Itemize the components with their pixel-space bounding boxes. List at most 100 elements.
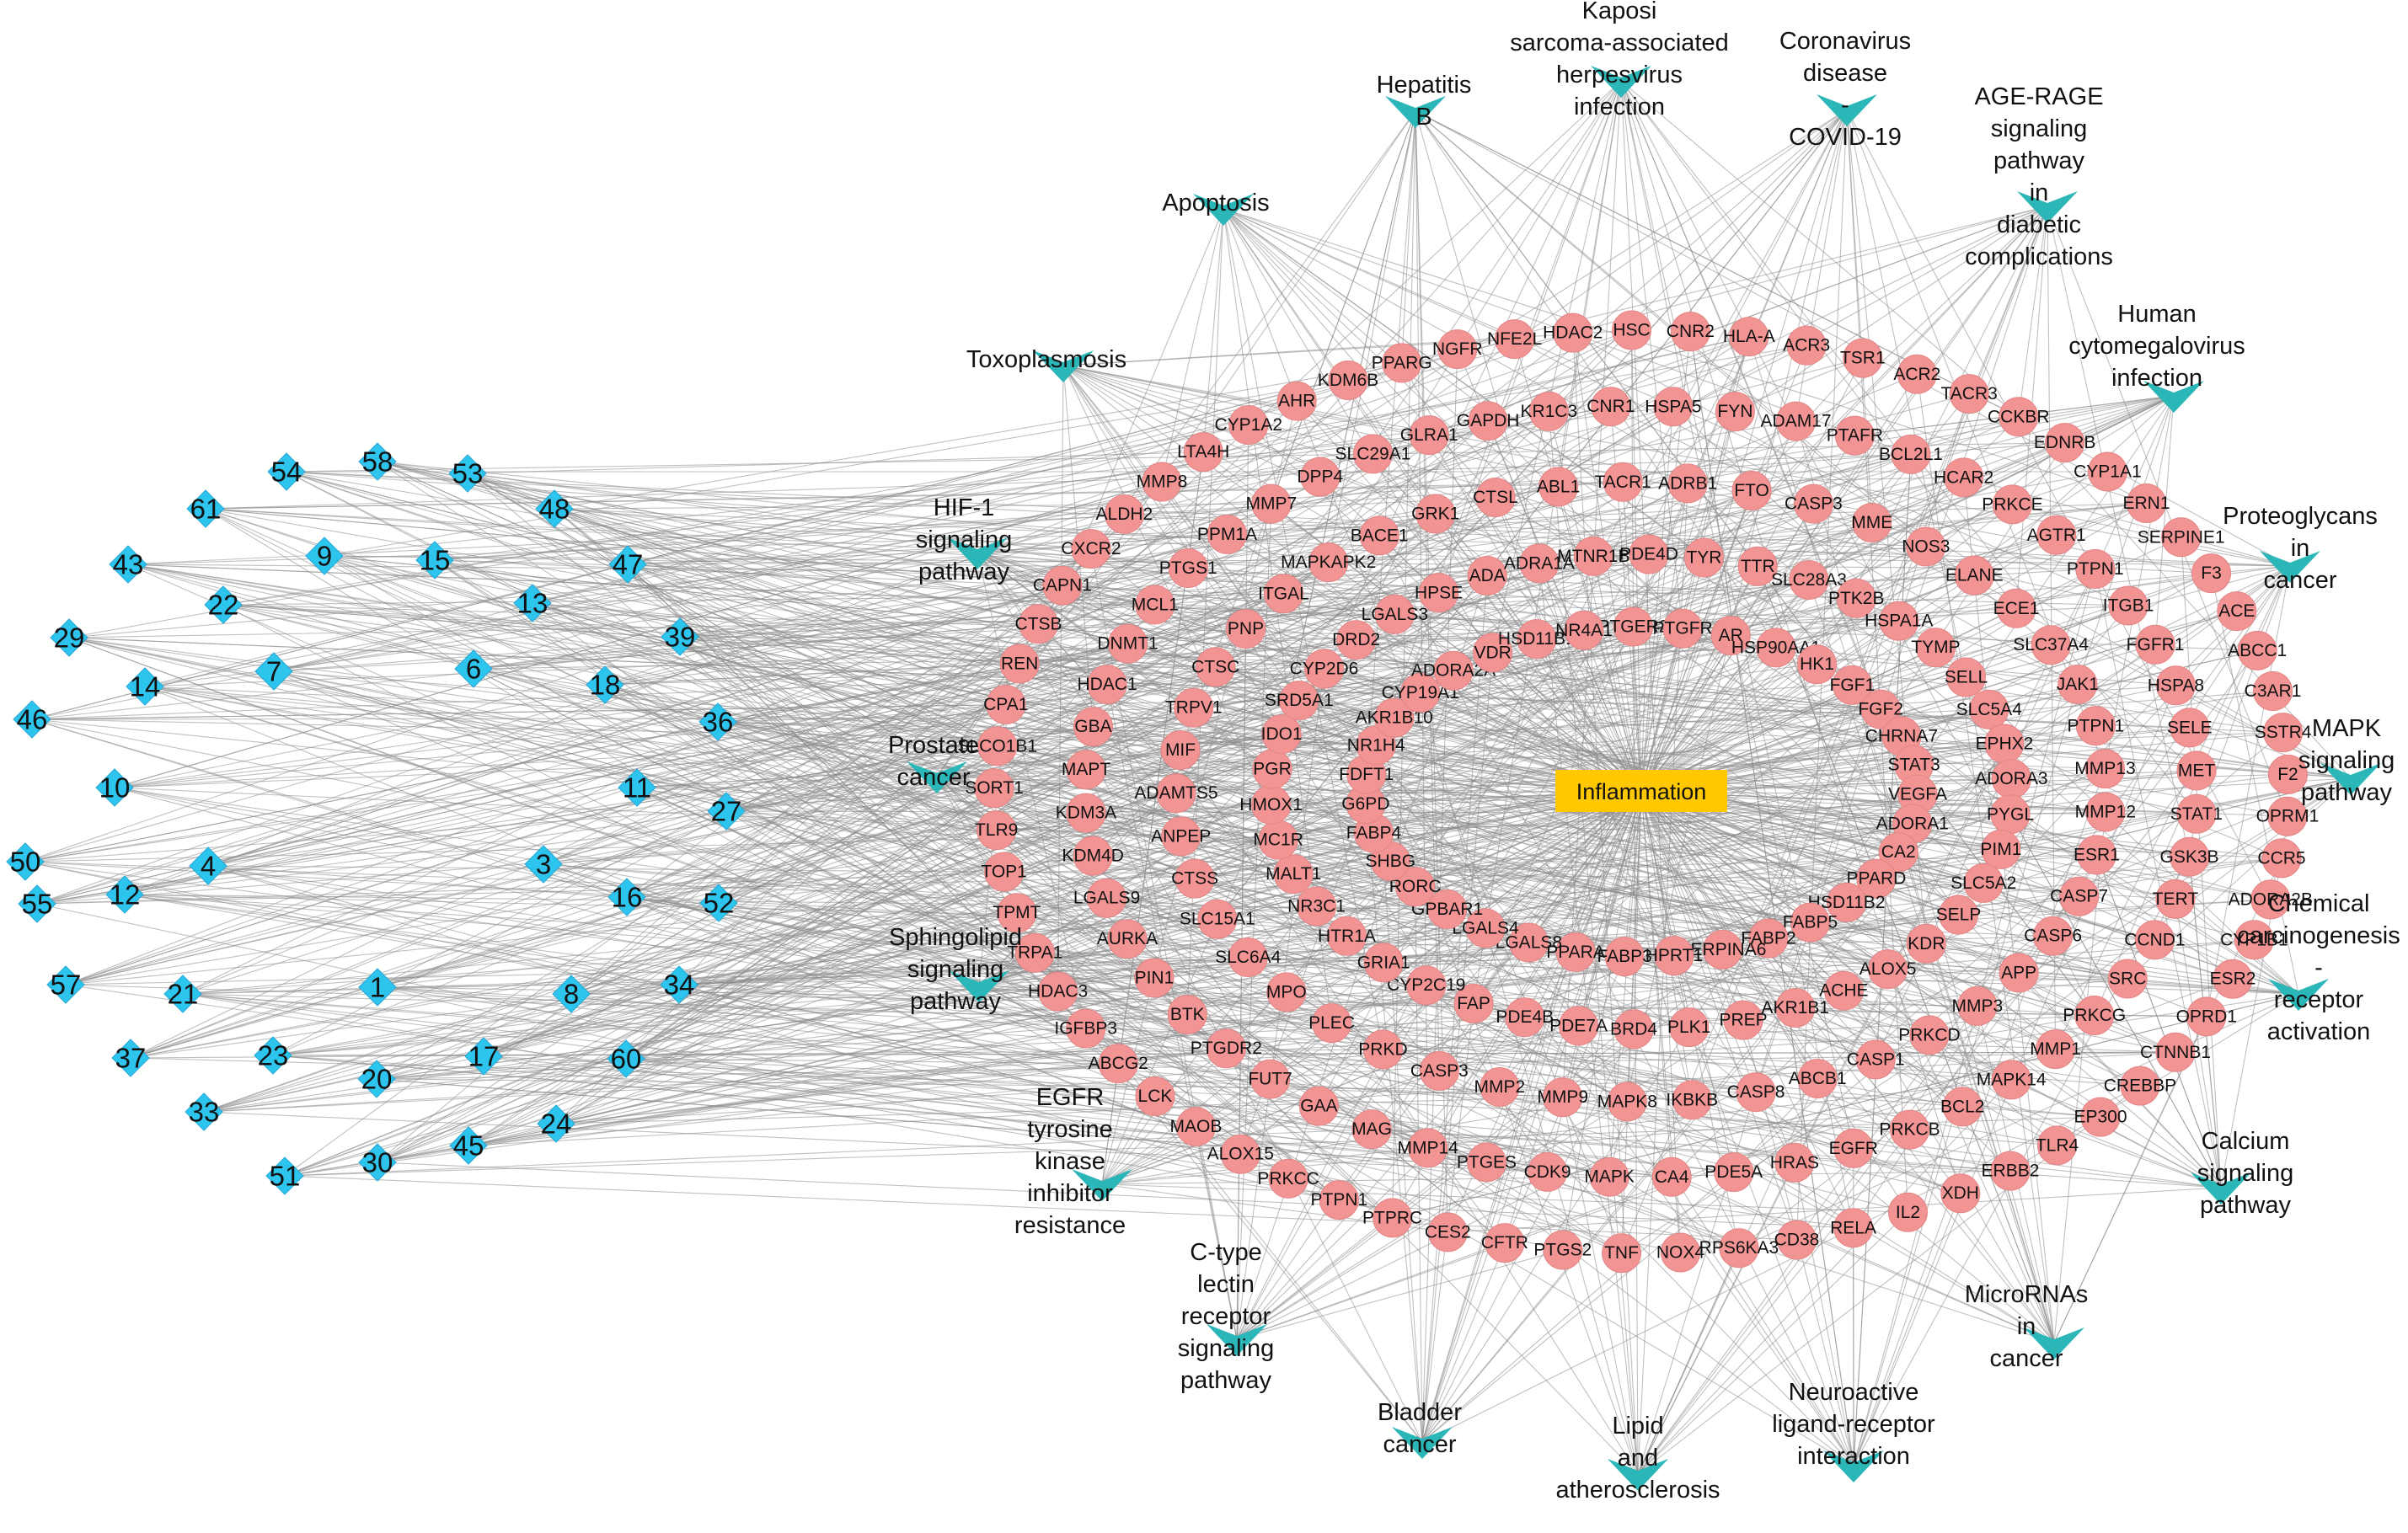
compound-node: 11 (618, 768, 656, 807)
compound-label: 16 (612, 882, 643, 913)
target-circle (2217, 591, 2257, 632)
target-circle (1107, 919, 1148, 959)
target-label: RORC (1389, 877, 1442, 896)
target-node: SSTR4 (2255, 713, 2312, 753)
target-circle (1485, 1223, 1525, 1263)
compound-label: 34 (664, 969, 695, 1001)
target-label: AURKA (1097, 929, 1158, 948)
target-circle (1723, 1000, 1763, 1040)
target-label: PPM1A (1197, 525, 1257, 544)
target-circle (1156, 773, 1196, 814)
target-circle (1519, 543, 1560, 584)
compound-node: 13 (513, 584, 552, 622)
compound-label: 21 (168, 979, 199, 1010)
target-circle (1906, 526, 1946, 567)
target-node: TACR1 (1595, 462, 1651, 502)
target-circle (2213, 959, 2253, 999)
target-label: ACE (2218, 601, 2255, 621)
target-label: ALOX5 (1860, 959, 1917, 979)
target-label: NR4A1 (1555, 621, 1613, 640)
compound-label: 53 (452, 458, 484, 489)
target-node: ADORA2B (2229, 879, 2313, 920)
pathway-label-line: in (2017, 1313, 2036, 1340)
compound-label: 61 (190, 494, 222, 525)
target-node: CAPN1 (1033, 565, 1092, 606)
target-label: PRKCE (1982, 494, 2042, 514)
target-circle (1161, 816, 1201, 857)
target-label: MAPKAPK2 (1281, 553, 1376, 572)
target-circle (2135, 624, 2175, 665)
target-node: SLC28A3 (1771, 559, 1847, 600)
target-label: RELA (1830, 1218, 1876, 1237)
target-circle (2036, 1029, 2076, 1070)
target-node: NOS3 (1902, 526, 1950, 567)
pathway-shape (2268, 979, 2329, 1011)
target-circle (1856, 858, 1897, 899)
target-node: GRK1 (1411, 494, 1459, 534)
target-label: PRKCB (1879, 1120, 1940, 1140)
compound-diamond (254, 1036, 292, 1075)
target-node: LCK (1135, 1076, 1175, 1117)
compound-label: 1 (370, 972, 385, 1003)
target-circle (977, 810, 1017, 851)
target-node: MC1R (1253, 820, 1303, 860)
pathway-label-line: receptor (1181, 1303, 1271, 1330)
compound-node: 30 (358, 1143, 397, 1182)
pathway-shape (1193, 194, 1254, 226)
target-label: MAPK (1584, 1167, 1635, 1187)
target-node: CYP2C19 (1387, 965, 1465, 1006)
target-node: MMP12 (2075, 792, 2136, 832)
target-circle (2074, 996, 2115, 1036)
target-node: PTPN1 (2067, 548, 2124, 589)
target-label: OPRD1 (2176, 1007, 2237, 1026)
target-circle (984, 852, 1025, 892)
target-node: IGFBP3 (1054, 1008, 1117, 1049)
compound-node: 61 (186, 489, 225, 528)
pathway-label-line: cancer (1383, 1431, 1456, 1458)
target-circle (1066, 793, 1106, 833)
target-label: PGR (1253, 760, 1292, 779)
target-node: ADORA2A (1411, 650, 1496, 691)
target-circle (1505, 997, 1545, 1038)
compound-diamond (358, 442, 397, 481)
target-label: CTNNB1 (2140, 1043, 2211, 1062)
target-node: HSC (1612, 310, 1652, 350)
target-circle (986, 685, 1026, 725)
pathway-label-line: signaling (2298, 747, 2395, 774)
target-node: EP300 (2074, 1097, 2127, 1137)
pathway-label-line: signaling (1178, 1335, 1274, 1362)
target-node: HSPA8 (2148, 665, 2204, 706)
target-circle (1273, 854, 1314, 895)
target-circle (1467, 555, 1507, 596)
target-circle (2080, 1097, 2121, 1137)
target-node: PRKD (1358, 1029, 1408, 1070)
target-circle (1776, 401, 1817, 441)
target-node: ACE (2217, 591, 2257, 632)
pathway-label-line: signaling (916, 526, 1012, 553)
target-node: CASP7 (2050, 876, 2108, 916)
target-circle (1308, 542, 1349, 583)
target-label: PPARA (1546, 943, 1605, 962)
target-label: SLC29A1 (1335, 444, 1411, 463)
target-label: RPS6KA3 (1699, 1238, 1779, 1258)
target-circle (1612, 310, 1652, 350)
hub-rect (1555, 770, 1727, 812)
target-node: KDM3A (1056, 793, 1116, 833)
target-circle (1167, 995, 1207, 1035)
pathway-shape (949, 970, 1009, 1002)
target-circle (1019, 604, 1059, 644)
pathway-label-line: Apoptosis (1162, 190, 1269, 216)
target-circle (1419, 1051, 1459, 1092)
target-label: CASP7 (2050, 887, 2108, 906)
target-node: SERPINE1 (2138, 517, 2225, 558)
target-label: CA4 (1655, 1167, 1689, 1187)
target-label: GAPDH (1457, 411, 1520, 430)
target-label: CYP1A1 (2074, 462, 2142, 482)
target-label: CDK9 (1524, 1162, 1571, 1182)
target-node: ADAM17 (1761, 401, 1832, 441)
target-node: TTR (1737, 546, 1778, 586)
target-label: SLC5A4 (1956, 700, 2023, 719)
target-node: HDAC1 (1077, 665, 1137, 705)
pathway-label-line: inhibitor (1027, 1180, 1113, 1207)
